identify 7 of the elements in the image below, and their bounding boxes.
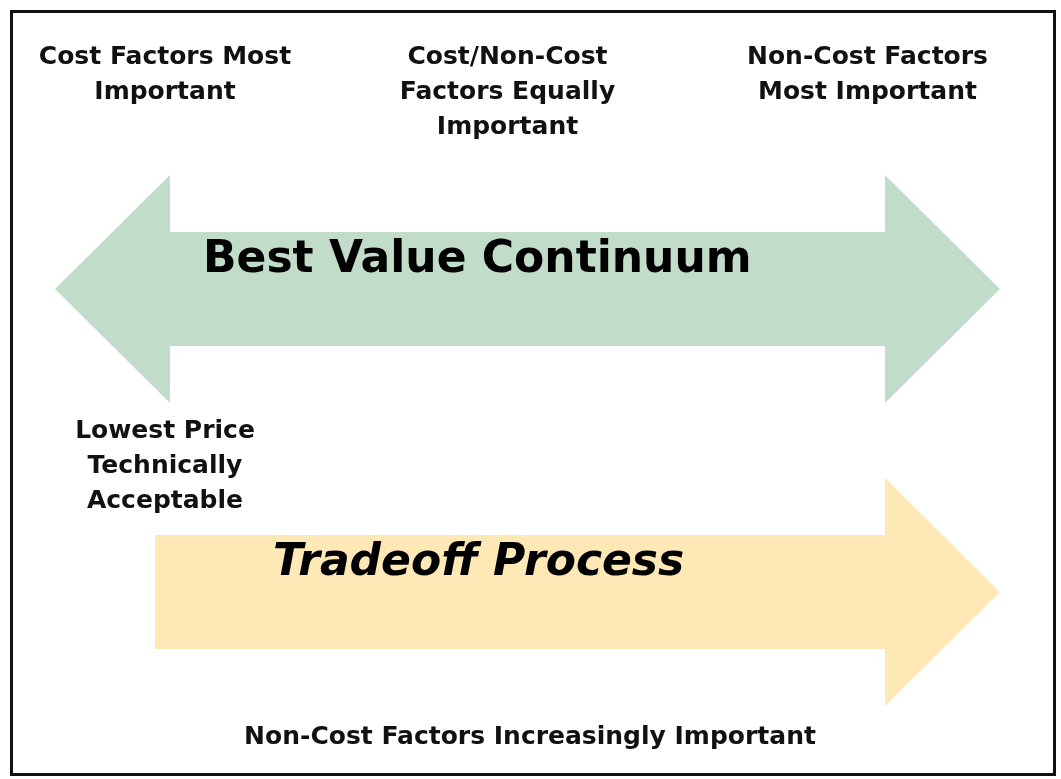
heading-label: Cost Factors Most Important xyxy=(37,40,293,107)
heading-label: Cost/Non-Cost Factors Equally Important xyxy=(398,40,617,142)
heading-label: Non-Cost Factors Most Important xyxy=(746,40,989,107)
arrow-label: Best Value Continuum xyxy=(203,231,752,282)
heading-label: Lowest Price Technically Acceptable xyxy=(74,414,256,516)
arrow-label: Tradeoff Process xyxy=(273,534,685,585)
heading-label: Non-Cost Factors Increasingly Important xyxy=(243,720,817,752)
